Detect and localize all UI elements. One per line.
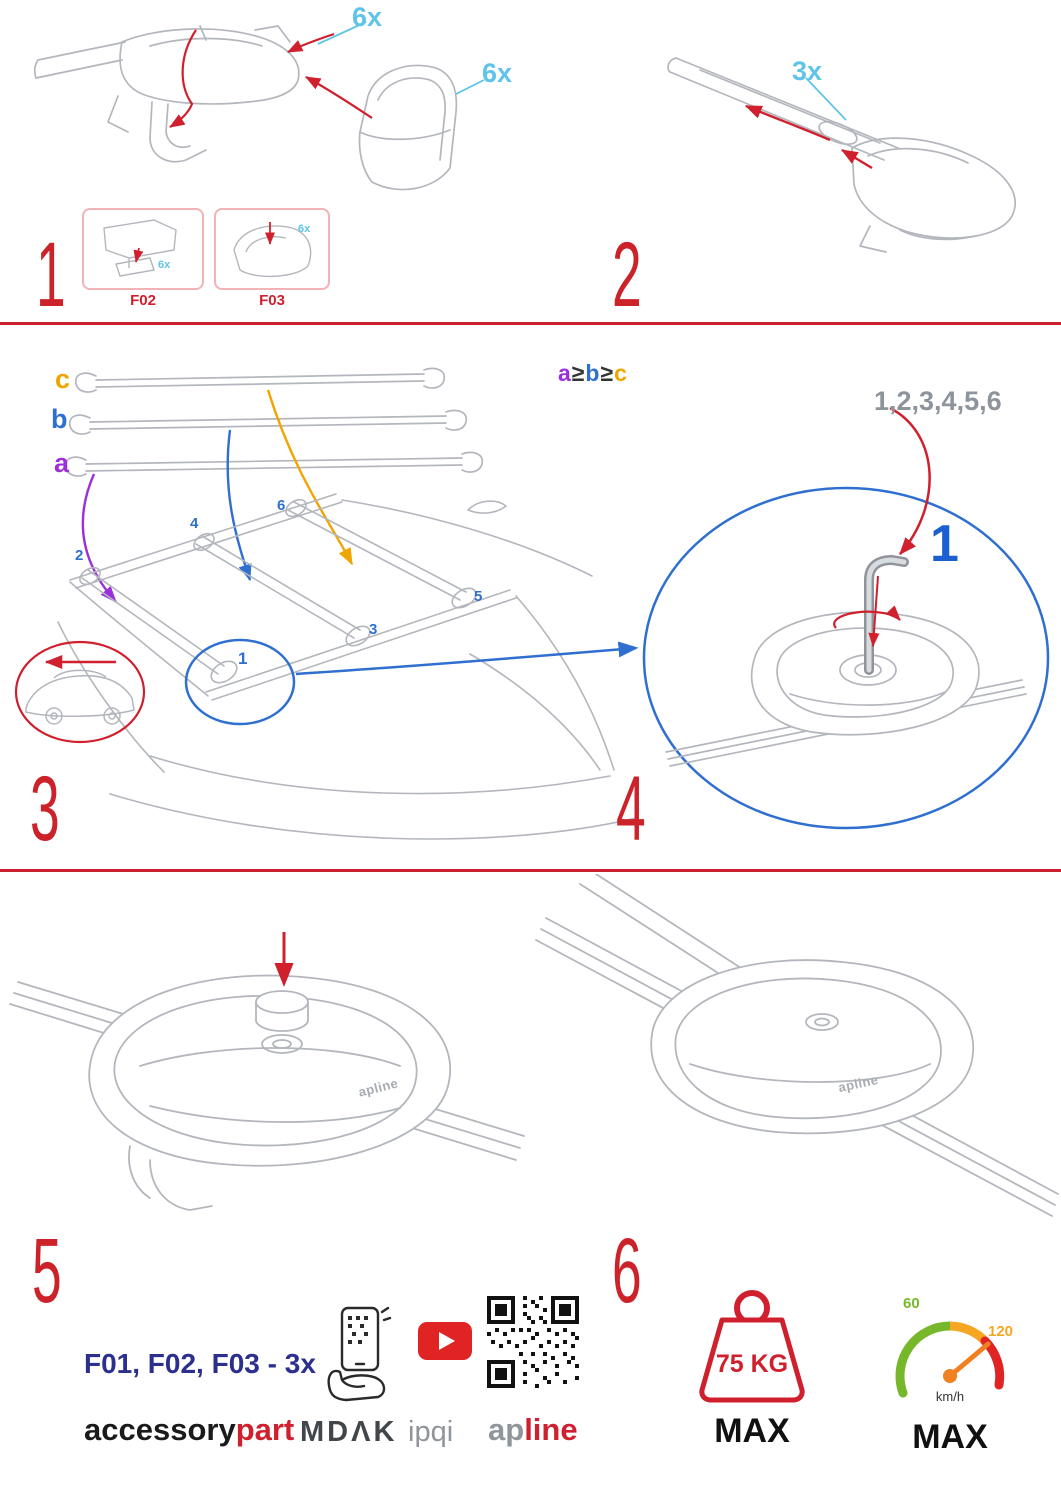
part-code-f02: F02 (130, 292, 156, 309)
step1-red-arrows (169, 29, 373, 128)
curve-c-to-rear (266, 389, 354, 566)
step5-foot-drawing (9, 974, 525, 1211)
position-2: 2 (75, 547, 84, 564)
max-weight-label: MAX (714, 1412, 790, 1450)
crossbar-drawing (667, 57, 1016, 253)
cover-cap-drawing (358, 64, 458, 191)
zoom-pointer-arrow (295, 641, 639, 676)
speed-unit: km/h (935, 1389, 965, 1404)
rule-ge1: ≥ (571, 360, 586, 386)
position-5: 5 (474, 588, 483, 605)
qty-label-covers: 6x (482, 58, 513, 88)
brand-line-text: line (524, 1412, 578, 1447)
brand-ap-text: ap (488, 1412, 525, 1447)
car-roof-drawing (57, 493, 637, 840)
zoom-foot-drawing (665, 611, 1027, 767)
brand-part-text: part (235, 1412, 295, 1447)
rotation-arrows (833, 575, 901, 647)
max-weight-icon (699, 1290, 805, 1403)
speed-high-tick: 120 (988, 1323, 1014, 1340)
curve-b-to-middle (226, 429, 252, 582)
rule-ge2: ≥ (600, 360, 615, 386)
speed-low-tick: 60 (903, 1295, 920, 1312)
part-code-f03: F03 (259, 292, 285, 309)
max-speed-label: MAX (912, 1418, 988, 1456)
step5-step6-illustration (9, 874, 1059, 1217)
max-weight-value: 75 KG (715, 1350, 789, 1378)
max-speed-gauge-icon (895, 1321, 1005, 1398)
qr-code (487, 1296, 579, 1388)
brand-accessorypart: accessorypart (84, 1414, 294, 1445)
step1-step2-illustration (33, 21, 1016, 253)
brand-ipqi: ipqi (408, 1416, 454, 1448)
section-divider-2 (0, 869, 1061, 872)
scan-qr-phone-icon (327, 1306, 392, 1402)
step2-red-arrows (744, 104, 873, 170)
position-3: 3 (369, 621, 378, 638)
bar-label-b: b (51, 404, 68, 434)
bar-label-a: a (54, 448, 70, 478)
sequence-arrow (889, 406, 931, 555)
allen-key-drawing (864, 554, 909, 675)
step6-foot-drawing (535, 874, 1059, 1217)
part-box-f02: 6x (82, 208, 204, 290)
roofrack-foot-drawing (33, 25, 300, 163)
tightening-sequence: 1,2,3,4,5,6 (874, 386, 1002, 416)
youtube-icon (418, 1322, 472, 1360)
callout-number-1: 1 (930, 515, 959, 573)
bar-label-c: c (55, 364, 71, 394)
position-1: 1 (238, 649, 248, 668)
zoom-circle (642, 486, 1050, 830)
size-rule: a≥b≥c (558, 360, 628, 387)
qty-label-pads: 6x (352, 2, 383, 32)
part-f02-drawing: 6x (103, 219, 177, 277)
part-f02-qty: 6x (158, 259, 171, 271)
part-box-f03: 6x (214, 208, 330, 290)
rule-b: b (585, 360, 601, 386)
step-4-number: 4 (616, 758, 646, 860)
step-6-number: 6 (612, 1220, 642, 1322)
parts-summary: F01, F02, F03 - 3x (84, 1348, 316, 1379)
focus-circle (184, 638, 296, 726)
qty-label-bars: 3x (792, 56, 823, 86)
position-4: 4 (190, 515, 199, 532)
rule-a: a (558, 360, 572, 386)
rule-c: c (614, 360, 628, 386)
part-f03-drawing: 6x (233, 222, 312, 278)
section-divider-1 (0, 322, 1061, 325)
brand-accessory-text: accessory (84, 1412, 236, 1447)
step1-cyan-leaders (317, 21, 485, 95)
step3-step4-illustration (14, 367, 1050, 840)
step-1-number: 1 (36, 224, 66, 326)
step-5-number: 5 (32, 1220, 62, 1322)
position-6: 6 (277, 497, 286, 514)
bars-abc-drawing (64, 367, 484, 477)
car-direction-inset (14, 640, 146, 744)
step2-cyan-leader (805, 77, 847, 121)
step-3-number: 3 (30, 758, 60, 860)
step-2-number: 2 (612, 224, 642, 326)
curve-a-to-front (81, 473, 117, 603)
part-f03-qty: 6x (298, 223, 311, 235)
brand-apline: apline (488, 1414, 578, 1445)
brand-mdak: MDΛK (300, 1416, 398, 1448)
